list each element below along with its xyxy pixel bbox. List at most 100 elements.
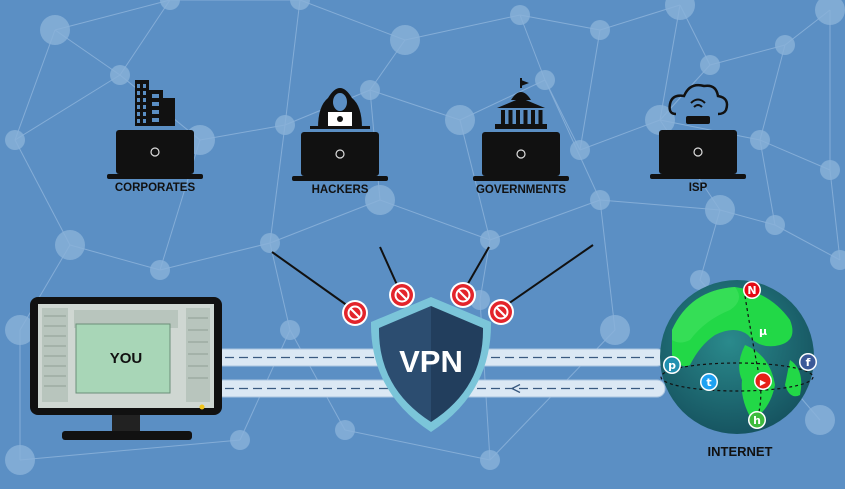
svg-text:µ: µ <box>759 325 767 338</box>
observer-label: CORPORATES <box>115 182 196 194</box>
mesh-node <box>290 0 310 10</box>
you-label: YOU <box>110 350 143 367</box>
mesh-node <box>600 315 630 345</box>
mesh-node <box>815 0 845 25</box>
mesh-edge <box>69 244 161 271</box>
mesh-edge <box>459 79 546 121</box>
svg-text:t: t <box>706 376 711 389</box>
mesh-edge <box>759 44 786 141</box>
mesh-node <box>480 450 500 470</box>
observer-isp: ISP <box>650 83 746 194</box>
mesh-node <box>535 70 555 90</box>
mesh-edge <box>404 14 521 41</box>
mesh-node <box>805 405 835 435</box>
pinterest-icon: p <box>663 356 681 374</box>
mesh-edge <box>774 224 841 261</box>
mesh-edge <box>379 199 491 241</box>
mesh-edge <box>659 4 681 121</box>
mesh-edge <box>284 0 301 126</box>
mesh-edge <box>269 124 286 244</box>
mesh-node <box>5 315 35 345</box>
mesh-edge <box>159 242 271 271</box>
svg-text:p: p <box>668 359 676 372</box>
mesh-node <box>275 115 295 135</box>
laptop-icon <box>292 132 388 181</box>
mesh-node <box>820 160 840 180</box>
mesh-edge <box>599 199 616 331</box>
mesh-edge <box>759 139 776 226</box>
cloud-router-icon <box>668 83 729 124</box>
mesh-node <box>5 130 25 150</box>
mesh-node <box>590 20 610 40</box>
mesh-node <box>110 65 130 85</box>
office-buildings-icon <box>135 80 175 126</box>
laptop-icon <box>107 130 203 179</box>
svg-text:h: h <box>753 414 761 427</box>
observer-label: HACKERS <box>312 184 369 196</box>
mesh-edge <box>344 429 491 461</box>
laptop-icon <box>473 132 569 181</box>
mesh-node <box>335 420 355 440</box>
mesh-node <box>230 430 250 450</box>
block-sign-icon <box>389 282 415 308</box>
mesh-node <box>750 130 770 150</box>
mesh-edge <box>519 14 601 31</box>
mesh-node <box>510 5 530 25</box>
mesh-edge <box>579 29 601 151</box>
twitter-icon: t <box>700 373 718 391</box>
mesh-node <box>705 195 735 225</box>
mesh-node <box>775 35 795 55</box>
mesh-node <box>365 185 395 215</box>
block-sign-icon <box>342 300 368 326</box>
block-sign-icon <box>450 282 476 308</box>
mesh-edge <box>14 139 71 246</box>
mesh-edge <box>519 14 546 81</box>
mesh-node <box>280 320 300 340</box>
mesh-edge <box>14 74 121 141</box>
youtube-icon: ▶ <box>754 372 772 390</box>
observer-governments: GOVERNMENTS <box>473 78 569 196</box>
mesh-node <box>570 140 590 160</box>
observer-label: ISP <box>689 182 708 194</box>
user-computer: YOU <box>30 297 222 440</box>
mesh-node <box>665 0 695 20</box>
observer-corporates: CORPORATES <box>107 80 203 194</box>
mesh-edge <box>269 199 381 244</box>
mesh-node <box>260 233 280 253</box>
netflix-icon: N <box>743 281 761 299</box>
observer-group: CORPORATES HACKERS GOVERNMENTS ISP <box>107 78 746 196</box>
internet-label: INTERNET <box>708 444 773 459</box>
mesh-node <box>390 25 420 55</box>
mesh-edge <box>369 89 461 121</box>
svg-text:N: N <box>747 284 756 297</box>
mesh-node <box>360 80 380 100</box>
mesh-edge <box>299 0 406 41</box>
mesh-node <box>55 230 85 260</box>
mesh-edge <box>14 29 56 141</box>
laptop-icon <box>650 130 746 179</box>
mesh-node <box>445 105 475 135</box>
mesh-node <box>5 445 35 475</box>
mesh-node <box>765 215 785 235</box>
mesh-edge <box>54 0 171 31</box>
government-building-icon <box>495 78 547 129</box>
utorrent-icon: µ <box>754 322 772 340</box>
mesh-node <box>40 15 70 45</box>
svg-text:f: f <box>806 356 811 369</box>
facebook-icon: f <box>799 353 817 371</box>
network-mesh-nodes <box>5 0 845 475</box>
mesh-node <box>830 250 845 270</box>
mesh-edge <box>19 439 241 461</box>
service-icons: Nµ f t ▶ h p <box>663 281 817 429</box>
mesh-node <box>150 260 170 280</box>
observer-label: GOVERNMENTS <box>476 184 566 196</box>
mesh-edge <box>759 139 831 171</box>
mesh-node <box>590 190 610 210</box>
vpn-label: VPN <box>399 344 463 379</box>
svg-text:▶: ▶ <box>760 378 767 387</box>
mesh-edge <box>489 199 601 241</box>
mesh-edge <box>599 199 721 211</box>
mesh-node <box>690 270 710 290</box>
